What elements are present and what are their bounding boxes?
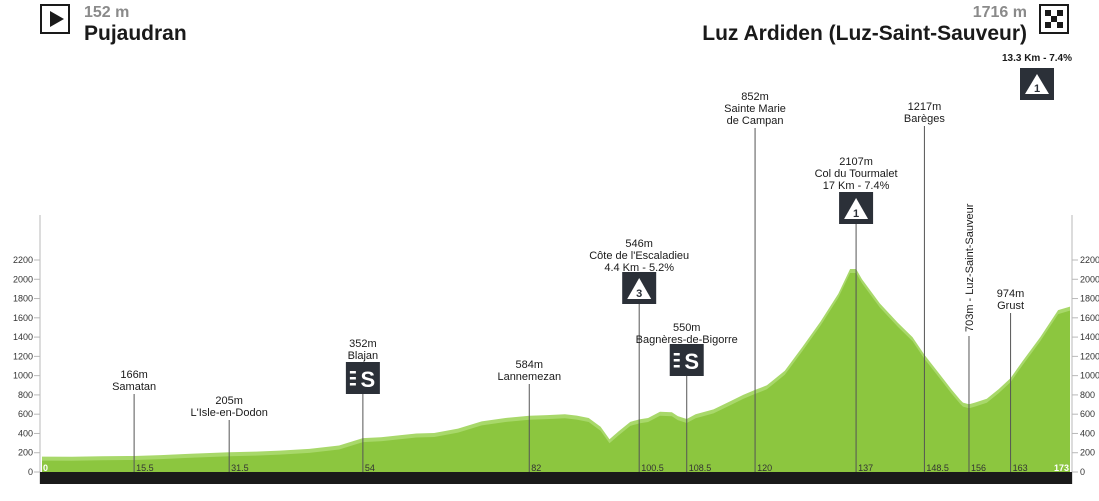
point-altitude-label: 974m [997, 288, 1025, 300]
y-tick-label-right: 1800 [1080, 294, 1099, 304]
point-detail-label: 4.4 Km - 5.2% [604, 262, 674, 274]
sprint-badge: S [669, 344, 704, 376]
y-tick-label-right: 200 [1080, 448, 1095, 458]
play-icon [49, 11, 64, 27]
y-tick-label-left: 2000 [13, 274, 33, 284]
y-tick-label-right: 1000 [1080, 371, 1099, 381]
point-altitude-label: 2107m [839, 156, 873, 168]
start-name: Pujaudran [84, 22, 187, 45]
x-tick-label: 15.5 [136, 463, 154, 473]
sprint-icon-bar [349, 383, 356, 386]
point-altitude-label: 352m [349, 338, 377, 350]
y-tick-label-right: 2200 [1080, 255, 1099, 265]
finish-flag [1039, 4, 1069, 34]
point-name-label: Blajan [348, 350, 379, 362]
x-tick-label: 54 [365, 463, 375, 473]
point-altitude-label: 166m [120, 369, 148, 381]
point-name-label: Barèges [904, 113, 945, 125]
y-tick-label-right: 1600 [1080, 313, 1099, 323]
x-tick-label: 0 [43, 463, 48, 473]
x-tick-label: 137 [858, 463, 873, 473]
sprint-icon-bar [349, 377, 356, 380]
y-tick-label-right: 0 [1080, 467, 1085, 477]
x-tick-label: 120 [757, 463, 772, 473]
climb-category: 3 [636, 288, 642, 300]
checkered-flag-icon [1045, 10, 1063, 28]
y-tick-label-left: 600 [18, 409, 33, 419]
point-altitude-label: 852m [741, 91, 769, 103]
y-tick-label-right: 1400 [1080, 332, 1099, 342]
point-altitude-label: 205m [215, 395, 243, 407]
point-name-label: Lannemezan [497, 371, 561, 383]
sprint-icon-bar [673, 365, 680, 368]
point-altitude-label: 546m [625, 238, 653, 250]
point-altitude-label: 584m [515, 359, 543, 371]
point-name-label: L'Isle-en-Dodon [191, 407, 268, 419]
y-tick-label-right: 1200 [1080, 351, 1099, 361]
mountain-icon: 1 [1024, 74, 1049, 95]
sprint-icon-bar [673, 353, 680, 356]
y-tick-label-left: 200 [18, 448, 33, 458]
point-altitude-label: 550m [673, 322, 701, 334]
start-flag [40, 4, 70, 34]
y-tick-label-right: 2000 [1080, 274, 1099, 284]
x-tick-label: 173 [1054, 463, 1069, 473]
y-tick-label-right: 400 [1080, 428, 1095, 438]
point-altitude-label: 1217m [908, 101, 942, 113]
start-altitude: 152 m [84, 4, 130, 21]
point-name-label: Grust [997, 300, 1024, 312]
finish-climb-category: 1 [1034, 83, 1040, 95]
y-tick-label-right: 800 [1080, 390, 1095, 400]
finish-header: 1716 m Luz Ardiden (Luz-Saint-Sauveur) [702, 4, 1069, 46]
y-tick-label-left: 1400 [13, 332, 33, 342]
sprint-icon-bar [673, 359, 680, 362]
y-tick-label-left: 1200 [13, 351, 33, 361]
x-tick-label: 156 [971, 463, 986, 473]
start-header: 152 m Pujaudran [40, 4, 187, 46]
mountain-icon [627, 278, 652, 299]
y-tick-label-left: 1600 [13, 313, 33, 323]
mountain-icon [844, 198, 869, 219]
finish-climb: 13.3 Km - 7.4% 1 [1002, 53, 1072, 100]
point-name-label: de Campan [727, 115, 784, 127]
y-tick-label-right: 600 [1080, 409, 1095, 419]
x-tick-label: 163 [1013, 463, 1028, 473]
sprint-icon: S [684, 349, 699, 374]
point-name-label: Bagnères-de-Bigorre [636, 334, 738, 346]
point-name-label: Côte de l'Escaladieu [589, 250, 689, 262]
point-name-label: Samatan [112, 381, 156, 393]
y-tick-label-left: 800 [18, 390, 33, 400]
y-tick-label-left: 0 [28, 467, 33, 477]
sprint-badge: S [345, 362, 380, 394]
x-tick-label: 148.5 [926, 463, 949, 473]
y-tick-label-left: 400 [18, 428, 33, 438]
x-tick-label: 82 [531, 463, 541, 473]
profile-area [42, 273, 1070, 472]
point-detail-label: 17 Km - 7.4% [823, 180, 890, 192]
y-tick-label-left: 1800 [13, 294, 33, 304]
finish-name: Luz Ardiden (Luz-Saint-Sauveur) [702, 22, 1027, 45]
point-vertical-label: 703m - Luz-Saint-Sauveur [964, 203, 976, 332]
sprint-icon: S [361, 367, 376, 392]
sprint-icon-bar [349, 371, 356, 374]
y-tick-label-left: 2200 [13, 255, 33, 265]
finish-climb-badge: 1 [1019, 68, 1054, 100]
x-tick-label: 31.5 [231, 463, 249, 473]
km-axis-bar [40, 472, 1072, 484]
finish-altitude: 1716 m [972, 4, 1027, 21]
point-name-label: Sainte Marie [724, 103, 786, 115]
climb-badge: 3 [622, 272, 657, 304]
y-tick-label-left: 1000 [13, 371, 33, 381]
climb-category: 1 [853, 208, 859, 220]
finish-climb-label: 13.3 Km - 7.4% [1001, 53, 1072, 64]
x-tick-label: 100.5 [641, 463, 664, 473]
point-name-label: Col du Tourmalet [815, 168, 898, 180]
x-tick-label: 108.5 [689, 463, 712, 473]
climb-badge: 1 [839, 192, 874, 224]
